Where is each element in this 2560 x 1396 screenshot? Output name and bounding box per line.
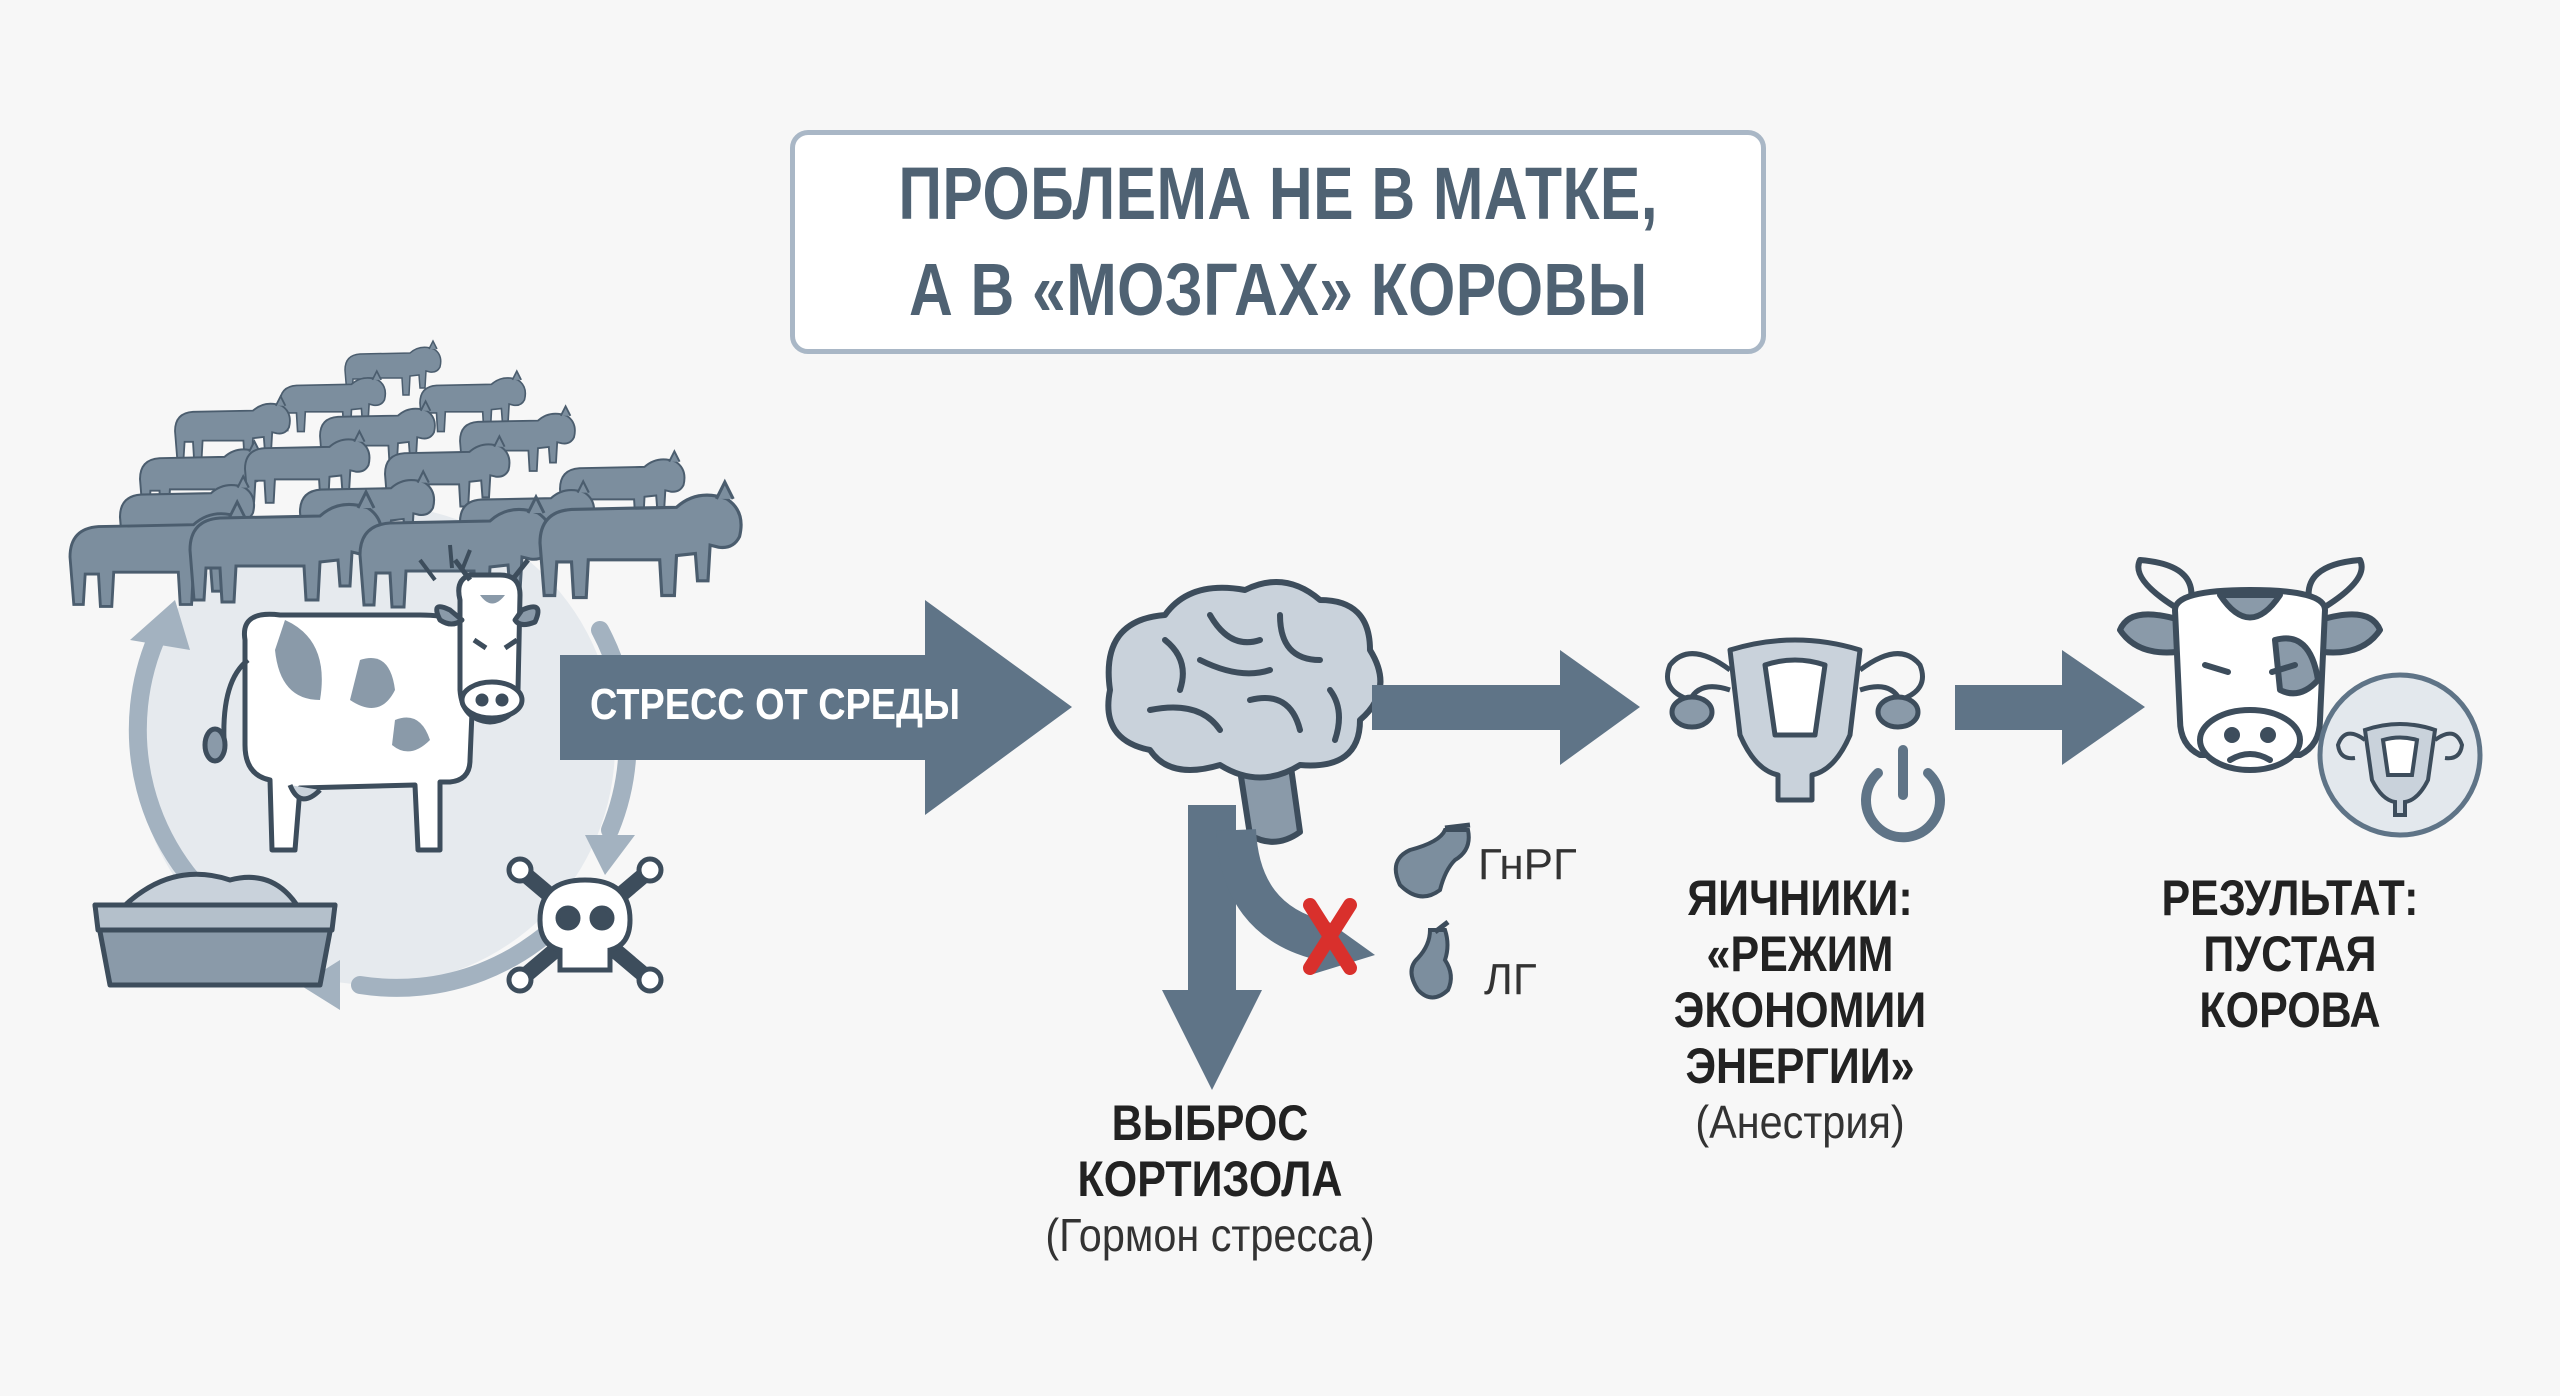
power-icon [1861,745,1945,843]
cortisol-label: ВЫБРОС КОРТИЗОЛА (Гормон стресса) [1000,1095,1420,1263]
gland-icon [1393,822,1471,899]
ovaries-line-4: ЭНЕРГИИ» [1685,1038,1915,1094]
ovaries-note: (Анестрия) [1695,1096,1905,1148]
cortisol-note: (Гормон стресса) [1045,1209,1375,1261]
blocked-x-icon [1303,898,1357,975]
result-line-1: РЕЗУЛЬТАТ: [2161,870,2419,926]
sad-cow-icon [2117,557,2383,773]
ovaries-label: ЯИЧНИКИ: «РЕЖИМ ЭКОНОМИИ ЭНЕРГИИ» (Анест… [1600,870,2000,1150]
title-line-1: ПРОБЛЕМА НЕ В МАТКЕ, [898,152,1658,235]
cortisol-line-1: ВЫБРОС [1111,1095,1309,1151]
stress-arrow [560,600,1072,815]
ovaries-line-3: ЭКОНОМИИ [1673,982,1927,1038]
uterus-ovaries-icon [1665,637,1925,803]
stressed-cow-icon [202,544,541,853]
title-box: ПРОБЛЕМА НЕ В МАТКЕ, А В «МОЗГАХ» КОРОВЫ [790,130,1766,354]
brain-icon [1105,579,1384,845]
title-line-2: А В «МОЗГАХ» КОРОВЫ [908,248,1648,331]
arrow-brain-to-ovaries [1372,650,1640,765]
gland-icon [1409,920,1453,1000]
gnrh-label: ГнРГ [1478,840,1577,889]
cortisol-line-2: КОРТИЗОЛА [1077,1151,1343,1207]
lh-label: ЛГ [1484,955,1537,1004]
arrow-to-cortisol [1162,805,1262,1090]
skull-crossbones-icon [506,856,664,994]
empty-uterus-badge [2317,672,2483,838]
result-line-2: ПУСТАЯ [2203,926,2377,982]
feed-trough-icon [92,871,338,988]
result-line-3: КОРОВА [2199,982,2381,1038]
stress-arrow-label: СТРЕСС ОТ СРЕДЫ [590,680,961,729]
ovaries-line-2: «РЕЖИМ [1706,926,1894,982]
result-label: РЕЗУЛЬТАТ: ПУСТАЯ КОРОВА [2090,870,2490,1038]
ovaries-line-1: ЯИЧНИКИ: [1687,870,1913,926]
cow-herd-icon [68,340,743,609]
arrow-ovaries-to-result [1955,650,2145,765]
